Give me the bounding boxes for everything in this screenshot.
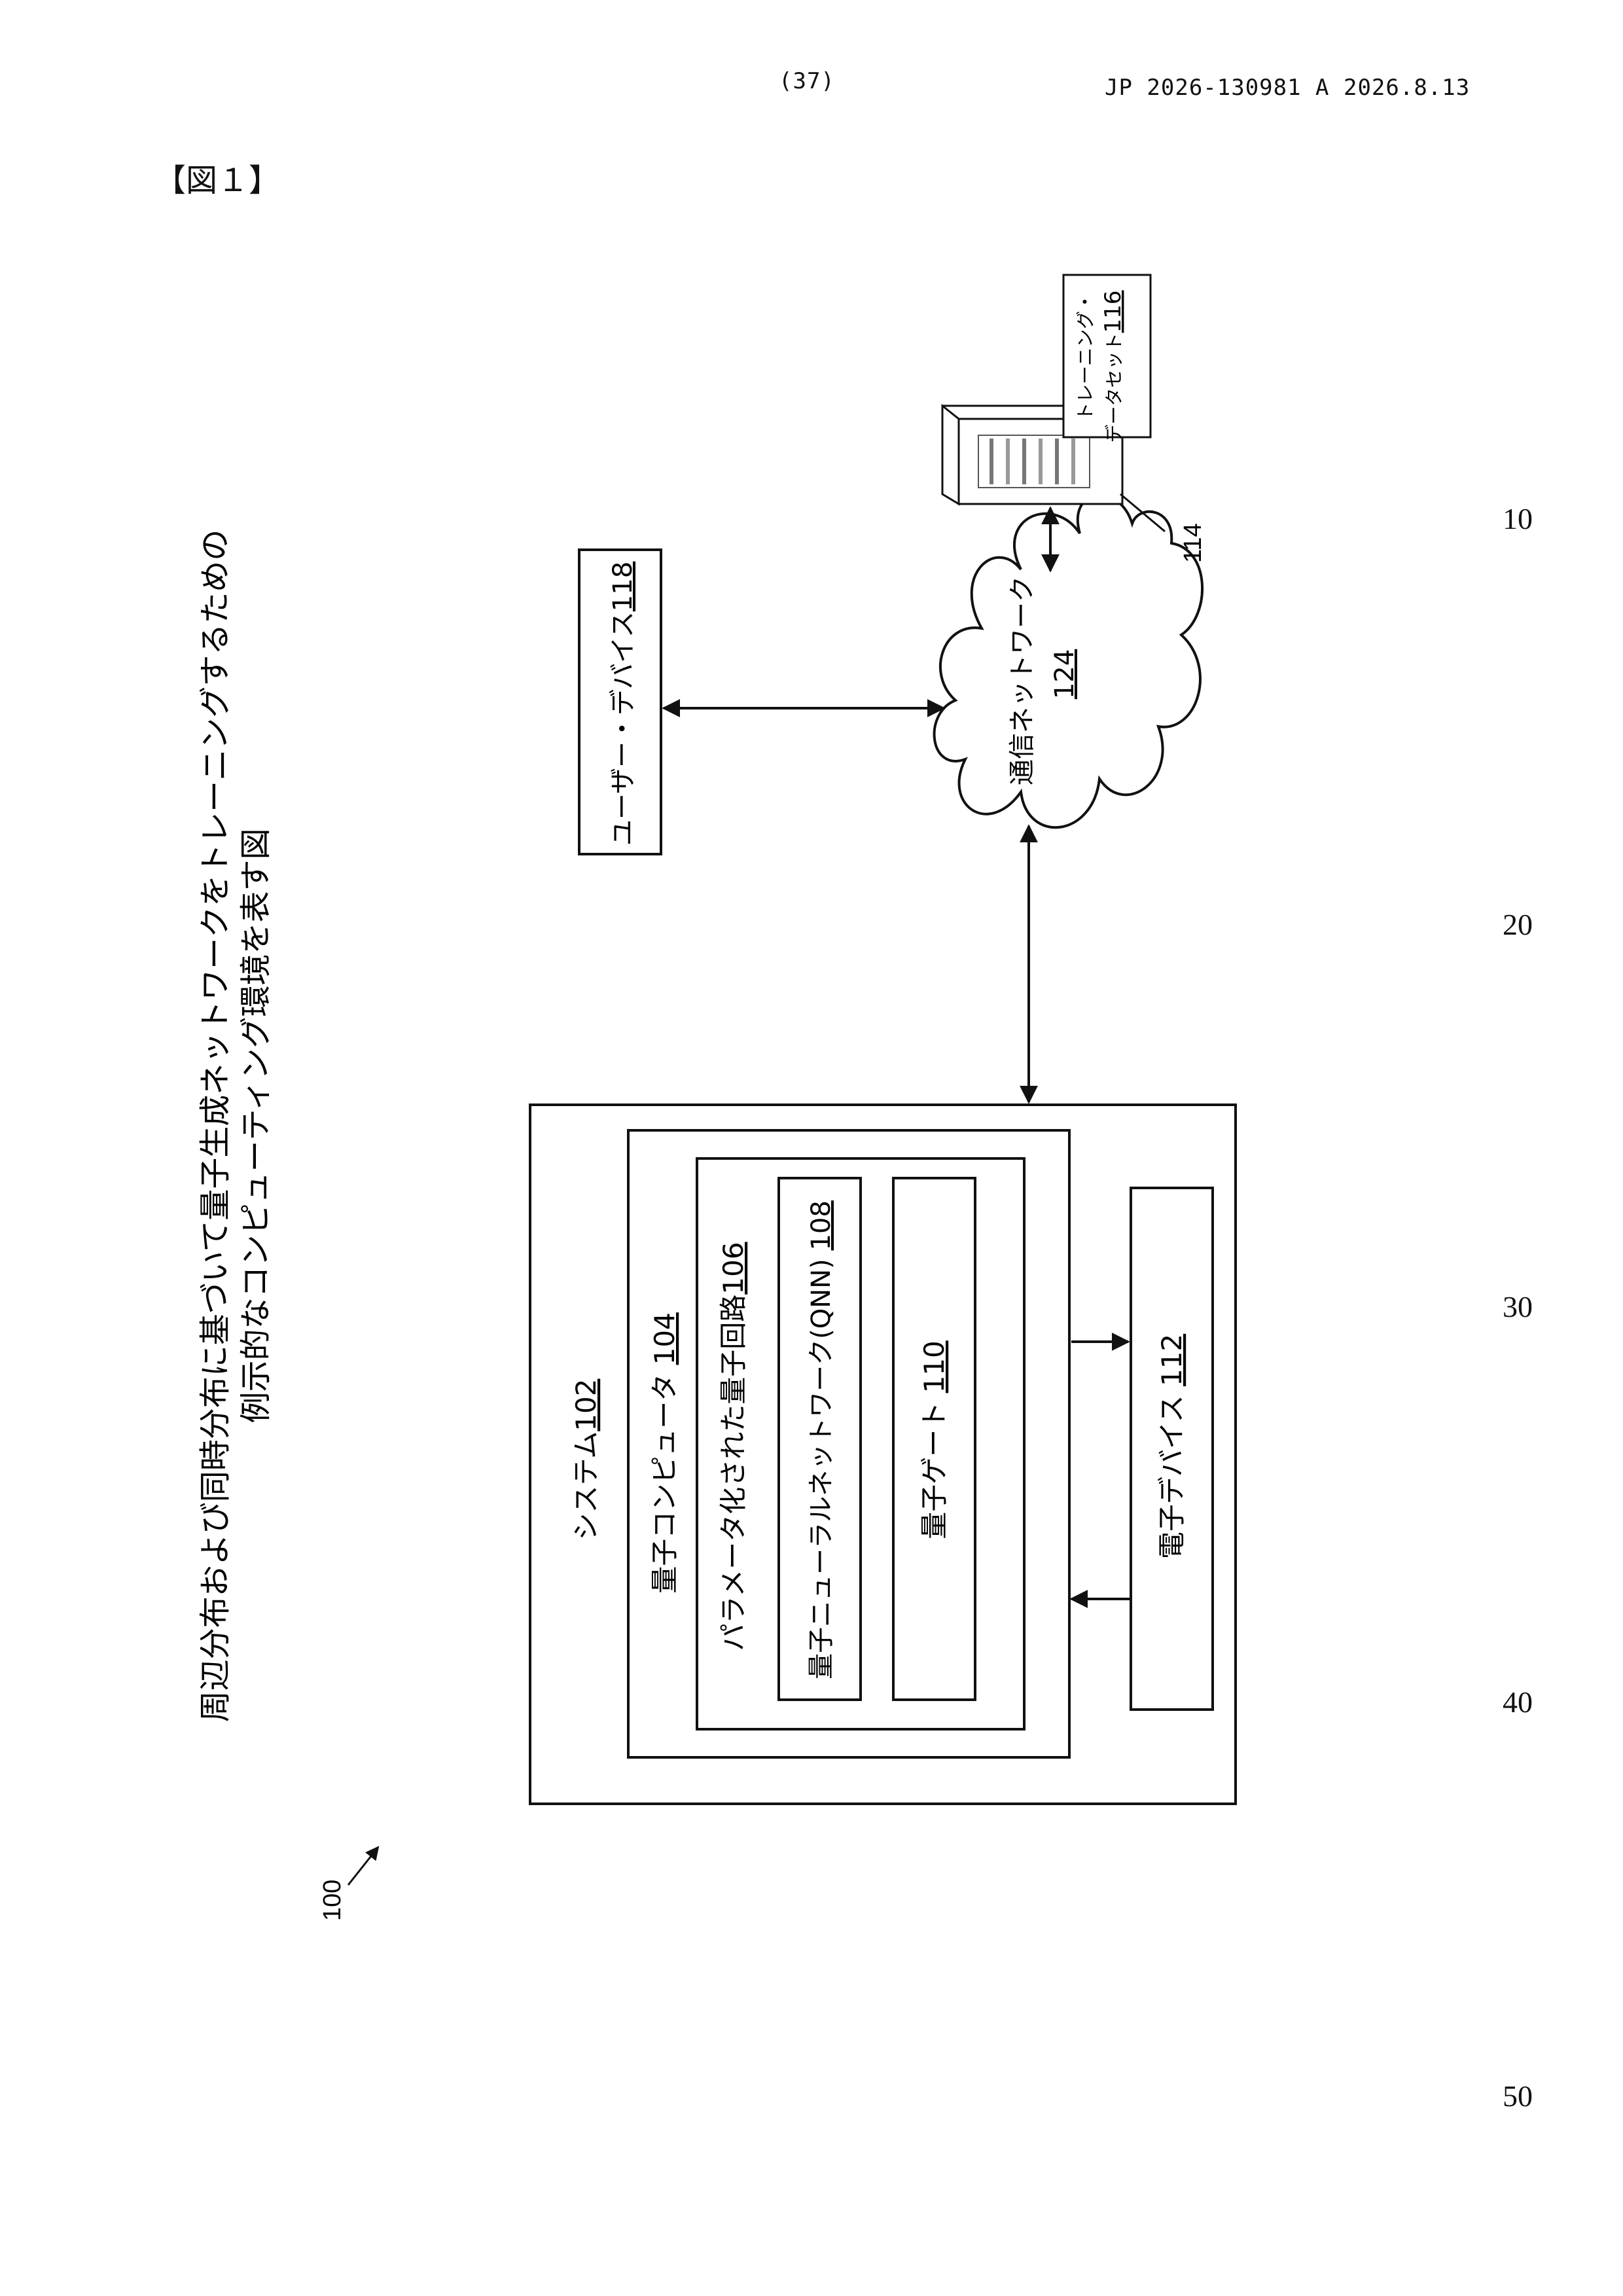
figure-title-line-1: 周辺分布および同時分布に基づいて量子生成ネットワークをトレーニングするための (197, 529, 234, 1723)
qnn-label: 量子ニューラルネットワーク(QNN) 108 (806, 1200, 836, 1679)
ref-100-pointer: 100 (319, 1847, 378, 1921)
quantum-gate-label: 量子ゲート 110 (918, 1340, 950, 1539)
quantum-computer-box (628, 1130, 1069, 1757)
quantum-computer-label: 量子コンピュータ 104 (649, 1312, 681, 1594)
server-ref-label: 114 (1179, 523, 1207, 563)
network-ref: 124 (1050, 649, 1080, 699)
ref-100-label: 100 (319, 1880, 346, 1921)
ref-100-arrow (348, 1847, 378, 1885)
parameterized-circuit-label: パラメータ化された量子回路106 (717, 1242, 749, 1651)
figure-title: 周辺分布および同時分布に基づいて量子生成ネットワークをトレーニングするための 例… (197, 529, 274, 1723)
electronic-device-label: 電子デバイス 112 (1156, 1334, 1188, 1559)
network-label: 通信ネットワーク (1007, 576, 1037, 785)
training-dataset-line-1: トレーニング・ (1075, 293, 1096, 421)
training-dataset-line-2: データセット116 (1100, 291, 1126, 443)
figure-title-line-2: 例示的なコンピューティング環境を表す図 (238, 828, 274, 1423)
system-label: システム102 (570, 1379, 602, 1541)
user-device-label: ユーザー・デバイス118 (608, 562, 638, 846)
